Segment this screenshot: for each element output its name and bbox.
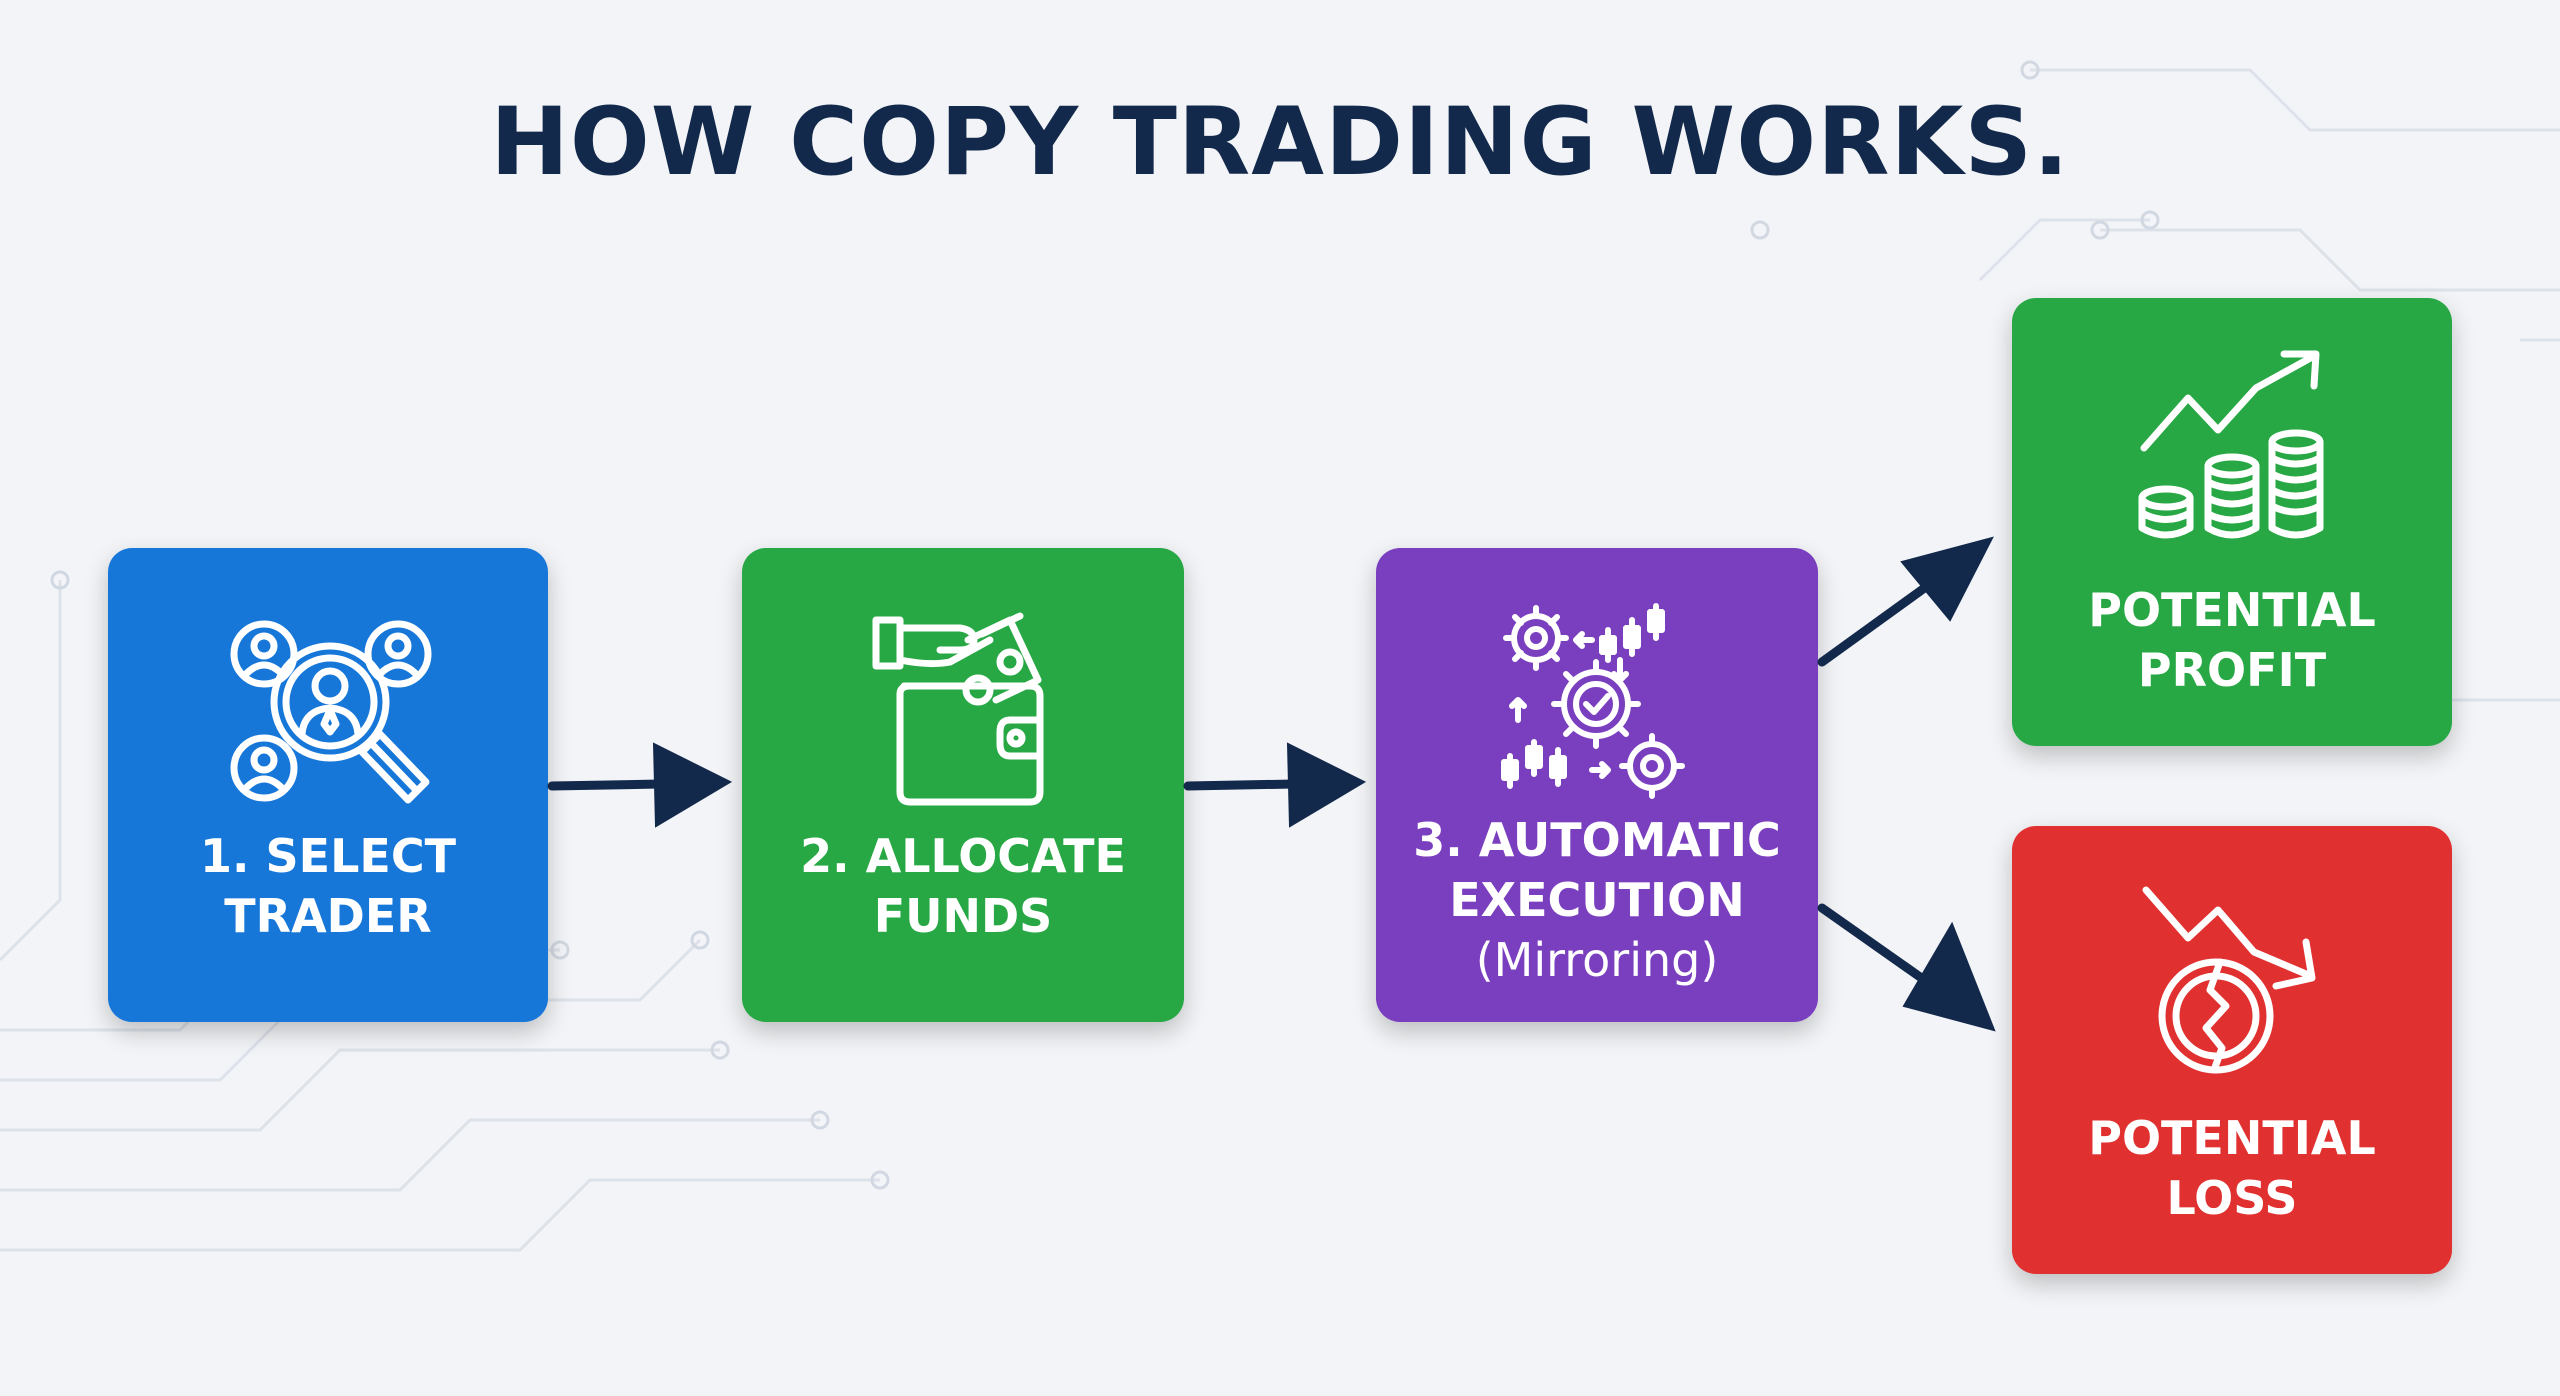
step-label-line: (Mirroring) (1475, 933, 1719, 987)
outcome-label-potential-loss: POTENTIAL LOSS (2012, 1108, 2452, 1228)
step-label-line: FUNDS (873, 889, 1053, 943)
step-label-line: EXECUTION (1449, 873, 1745, 927)
outcome-card-potential-profit: POTENTIAL PROFIT (2012, 298, 2452, 746)
outcome-label-line: POTENTIAL (2088, 1111, 2376, 1165)
step-card-allocate-funds: 2. ALLOCATE FUNDS (742, 548, 1184, 1022)
falling-chart-broken-coin-icon (2142, 886, 2316, 1074)
step-label-line: 2. ALLOCATE (800, 829, 1126, 883)
page-title: HOW COPY TRADING WORKS. (490, 88, 2070, 197)
outcome-card-potential-loss: POTENTIAL LOSS (2012, 826, 2452, 1274)
outcome-label-line: POTENTIAL (2088, 583, 2376, 637)
outcome-label-potential-profit: POTENTIAL PROFIT (2012, 580, 2452, 700)
step-label-line: 1. SELECT (200, 829, 456, 883)
magnifier-people-icon (230, 620, 432, 804)
step-label-select-trader: 1. SELECT TRADER (108, 826, 548, 946)
step-label-line: TRADER (224, 889, 432, 943)
outcome-label-line: LOSS (2166, 1171, 2298, 1225)
rising-chart-coins-icon (2138, 350, 2324, 539)
wallet-money-icon (872, 612, 1044, 806)
step-card-select-trader: 1. SELECT TRADER (108, 548, 548, 1022)
outcome-label-line: PROFIT (2137, 643, 2327, 697)
step-label-automatic-execution: 3. AUTOMATIC EXECUTION (Mirroring) (1376, 810, 1818, 990)
gears-candlestick-icon (1501, 603, 1685, 799)
step-card-automatic-execution: 3. AUTOMATIC EXECUTION (Mirroring) (1376, 548, 1818, 1022)
step-label-allocate-funds: 2. ALLOCATE FUNDS (742, 826, 1184, 946)
step-label-line: 3. AUTOMATIC (1413, 813, 1781, 867)
